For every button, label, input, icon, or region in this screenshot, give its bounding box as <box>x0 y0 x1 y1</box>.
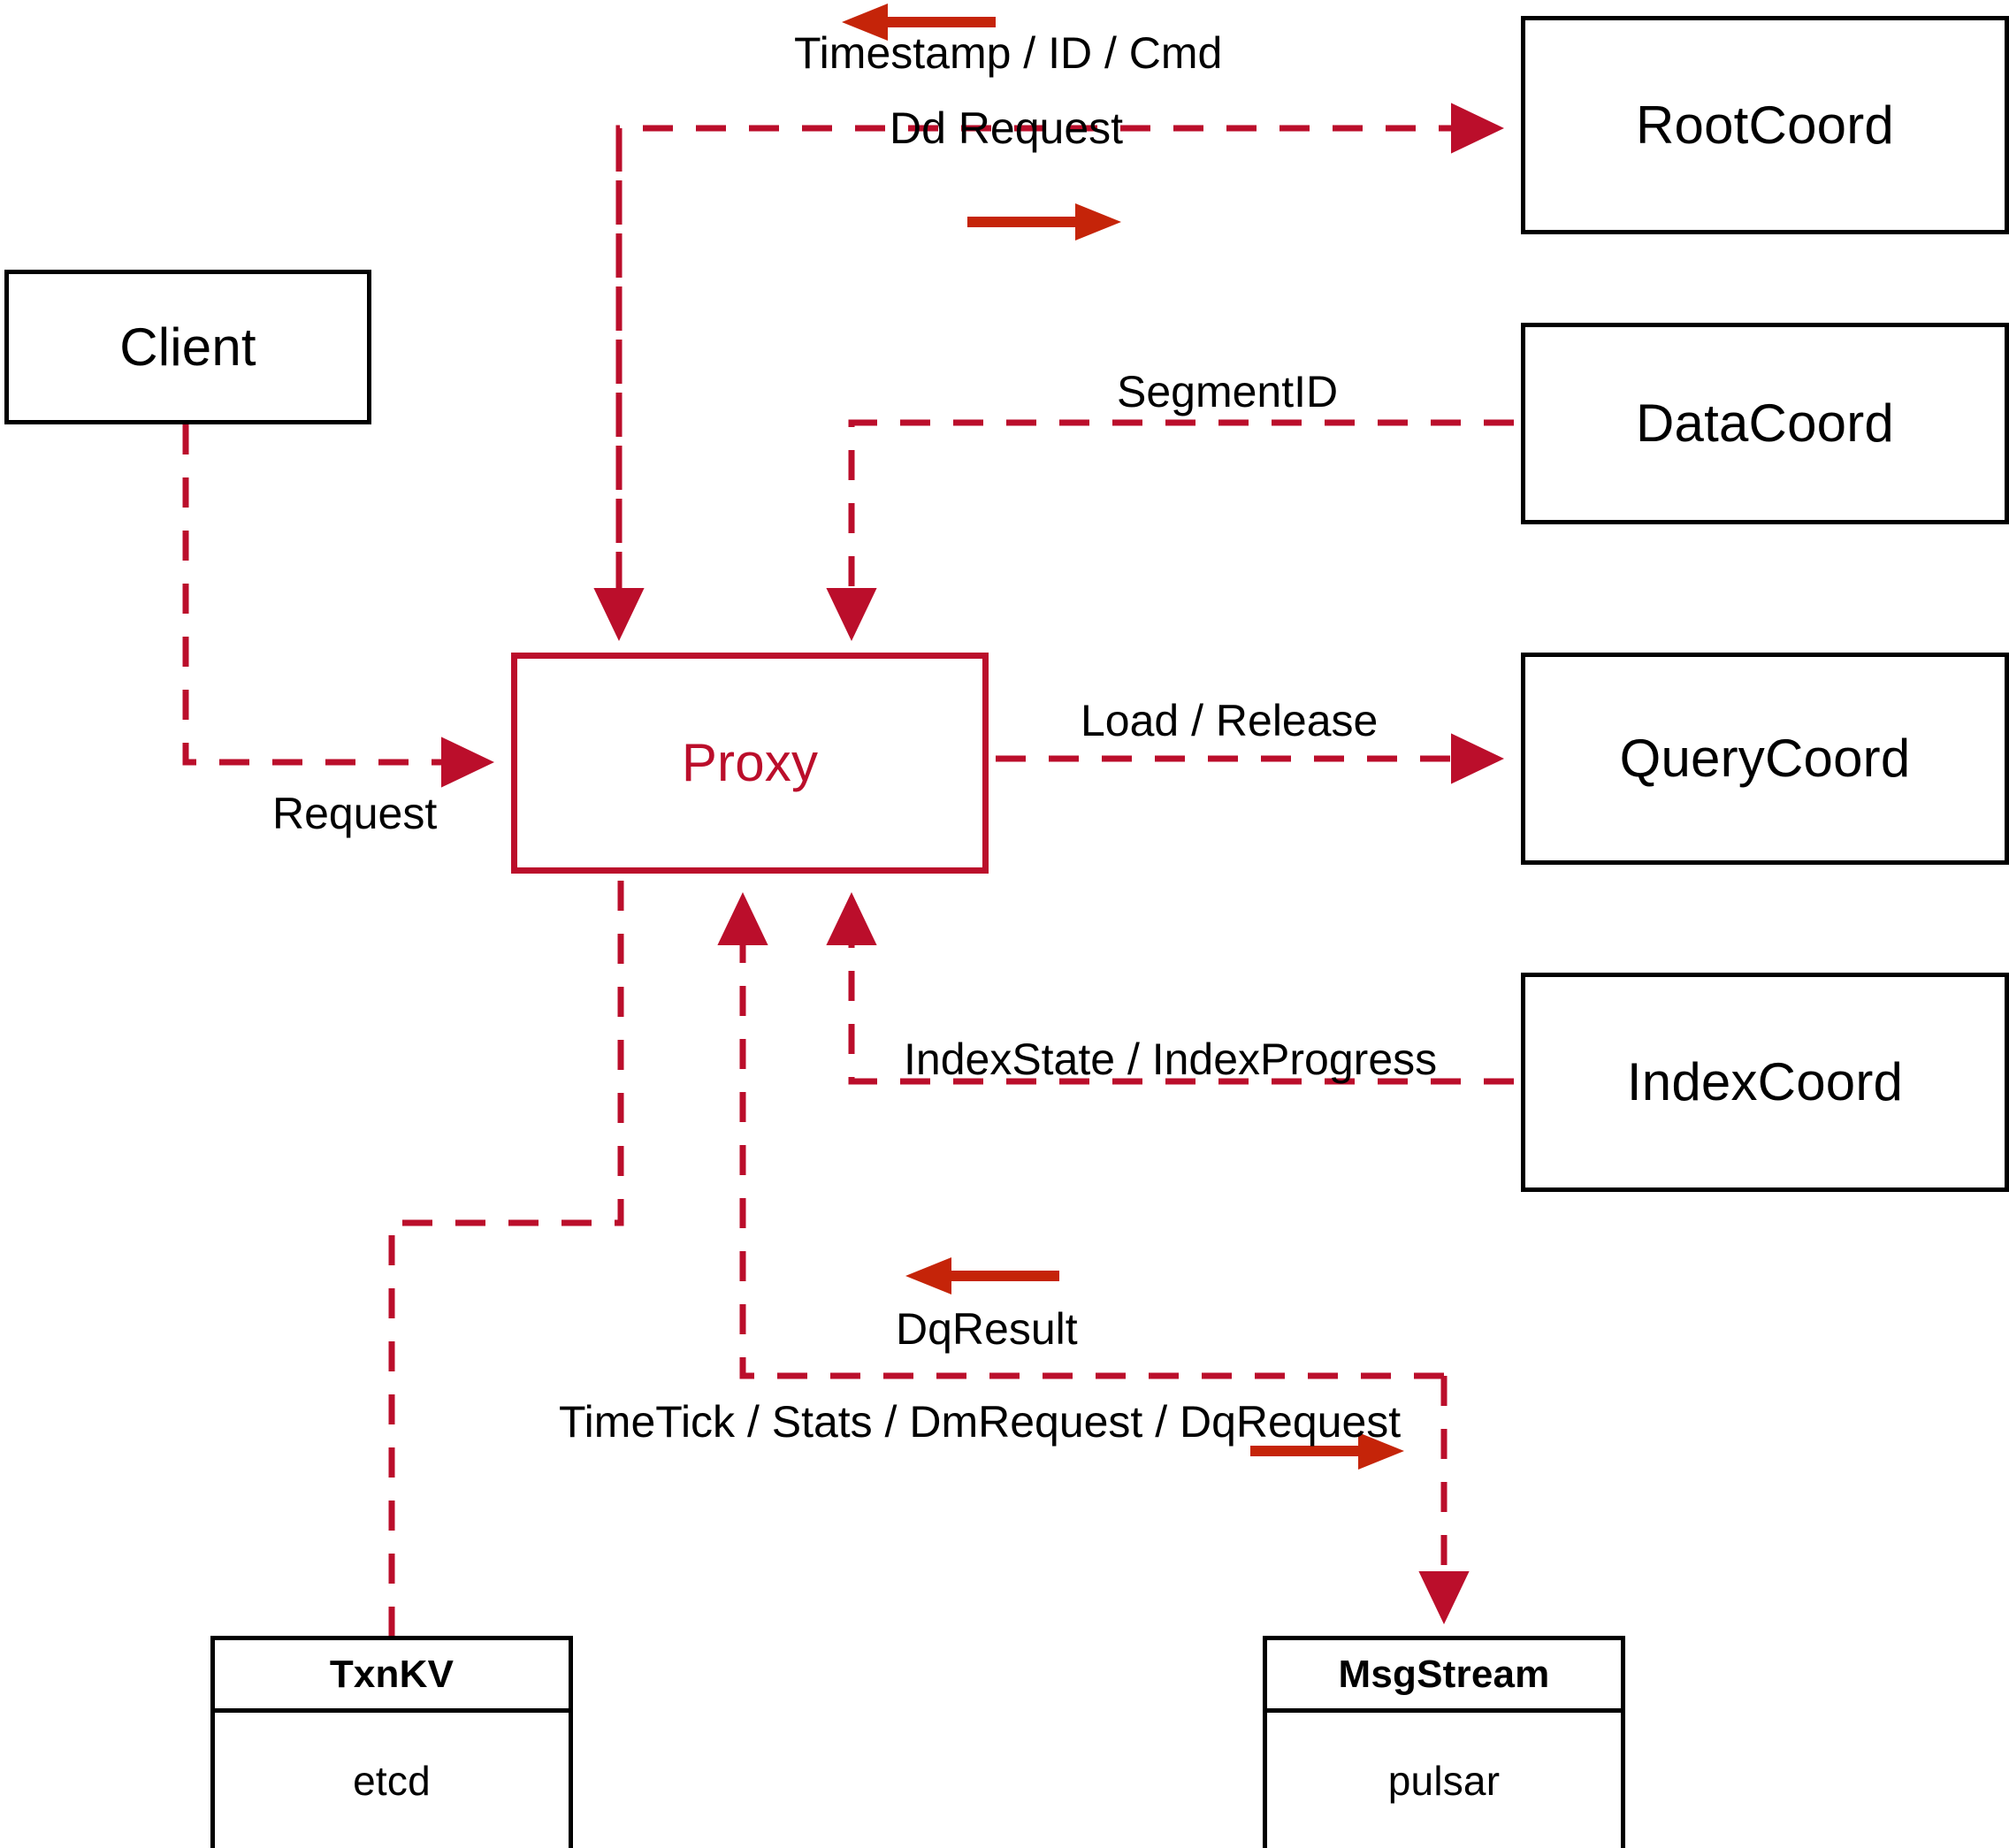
edge-label-request: Request <box>272 789 438 838</box>
node-msgstream-header: MsgStream <box>1267 1640 1621 1713</box>
node-msgstream-body: pulsar <box>1267 1713 1621 1848</box>
node-msgstream-header-label: MsgStream <box>1338 1652 1550 1696</box>
edge-label-dd-request: Dd Request <box>890 103 1124 153</box>
wire-proxy-to-txnkv <box>388 881 624 1643</box>
node-datacoord-label: DataCoord <box>1636 393 1894 453</box>
node-rootcoord[interactable]: RootCoord <box>1521 16 2009 234</box>
direction-arrow-dqrequest-right <box>1250 1432 1404 1470</box>
node-datacoord[interactable]: DataCoord <box>1521 323 2009 524</box>
node-txnkv-body-label: etcd <box>353 1757 431 1804</box>
wire-datacoord-to-proxy <box>826 419 1514 642</box>
node-indexcoord-label: IndexCoord <box>1626 1052 1904 1111</box>
node-txnkv-body: etcd <box>215 1713 569 1848</box>
node-txnkv[interactable]: TxnKV etcd <box>210 1636 573 1848</box>
edge-label-dq-result: DqResult <box>896 1304 1078 1354</box>
direction-arrow-dqresult-left <box>905 1257 1059 1294</box>
edge-label-timetick-stats: TimeTick / Stats / DmRequest / DqRequest <box>559 1397 1402 1447</box>
wire-msgstream-to-proxy <box>717 891 1444 1379</box>
node-txnkv-header-label: TxnKV <box>329 1652 455 1696</box>
node-client[interactable]: Client <box>4 270 371 424</box>
node-proxy[interactable]: Proxy <box>511 653 989 874</box>
edge-label-timestamp-id-cmd: Timestamp / ID / Cmd <box>794 28 1223 78</box>
edge-label-load-release: Load / Release <box>1081 696 1379 745</box>
wire-indexcoord-to-proxy <box>826 891 1514 1085</box>
edge-label-index-state-progress: IndexState / IndexProgress <box>904 1035 1438 1084</box>
direction-arrow-dd-request-right <box>967 203 1121 241</box>
node-msgstream[interactable]: MsgStream pulsar <box>1263 1636 1625 1848</box>
wire-client-to-proxy <box>182 424 495 788</box>
direction-arrow-timestamp-left <box>842 4 996 41</box>
edge-label-segment-id: SegmentID <box>1117 367 1339 416</box>
node-indexcoord[interactable]: IndexCoord <box>1521 973 2009 1192</box>
node-rootcoord-label: RootCoord <box>1636 95 1894 155</box>
node-querycoord-label: QueryCoord <box>1619 729 1911 788</box>
node-proxy-label: Proxy <box>681 733 819 792</box>
node-querycoord[interactable]: QueryCoord <box>1521 653 2009 865</box>
node-msgstream-body-label: pulsar <box>1387 1757 1501 1804</box>
node-txnkv-header: TxnKV <box>215 1640 569 1713</box>
node-client-label: Client <box>119 317 256 377</box>
